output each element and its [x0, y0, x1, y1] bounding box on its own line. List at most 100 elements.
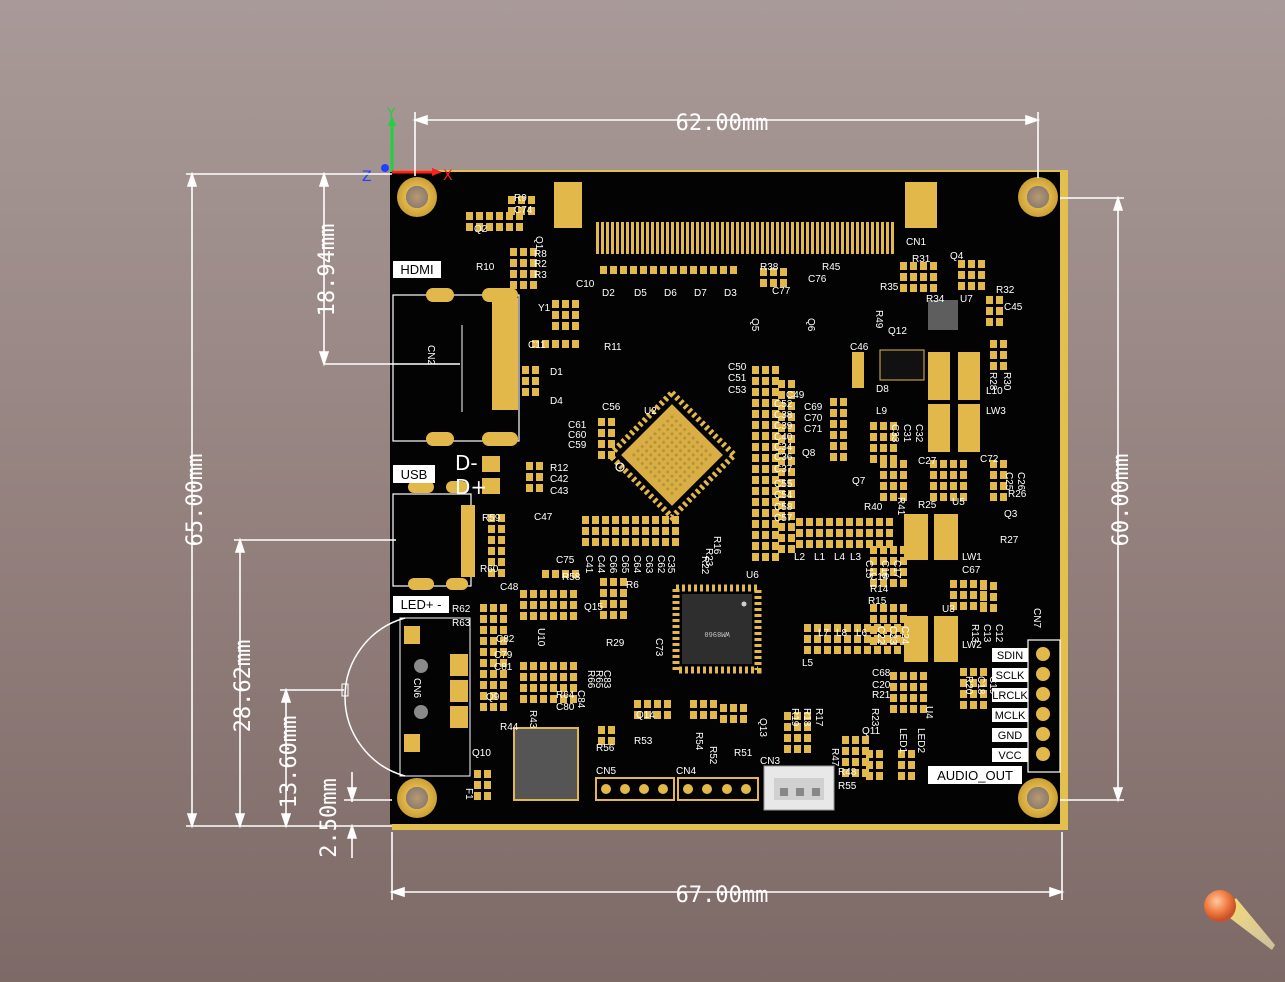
silk-label-r62: R62 — [452, 604, 471, 615]
silk-label-r58: R58 — [562, 572, 581, 583]
silk-label-d4: D4 — [550, 396, 563, 407]
silk-label-r59: R59 — [482, 513, 501, 524]
usb-d-minus-label: D- — [455, 451, 478, 475]
silk-label-d6: D6 — [664, 288, 677, 299]
silk-label-c39: C39 — [774, 421, 793, 432]
silk-label-r19: R19 — [789, 708, 800, 727]
silk-label-cn6: CN6 — [411, 678, 422, 698]
cn7-pin-label-bg — [992, 648, 1028, 662]
silk-label-r3: R3 — [534, 270, 547, 281]
gray-components — [513, 300, 958, 801]
silk-label-c18: C18 — [975, 676, 986, 695]
silk-label-l4: L4 — [834, 552, 846, 563]
silk-label-c73: C73 — [653, 638, 664, 657]
silk-label-c82: C82 — [496, 634, 515, 645]
silk-label-c22: C22 — [875, 626, 886, 645]
silk-label-r16: R16 — [711, 536, 722, 555]
silk-label-r20: R20 — [963, 676, 974, 695]
silk-label-l8: L8 — [836, 628, 848, 639]
cn7-pin-label-bg — [992, 688, 1028, 702]
silk-label-c84: C84 — [575, 690, 586, 709]
silk-label-r32: R32 — [996, 285, 1015, 296]
silk-label-c34: C34 — [774, 442, 793, 453]
silk-label-c55: C55 — [774, 479, 793, 490]
silk-label-c54: C54 — [774, 490, 793, 501]
silk-label-c37: C37 — [774, 464, 793, 475]
silk-label-c26: C26 — [1015, 472, 1026, 491]
inductors — [904, 352, 980, 662]
silk-label-q13: Q13 — [757, 718, 768, 737]
silk-label-r10: R10 — [476, 262, 495, 273]
silk-label-cn4: CN4 — [676, 766, 696, 777]
silk-label-c44: C44 — [595, 555, 606, 574]
silk-label-r2: R2 — [534, 259, 547, 270]
silk-label-c45: C45 — [1004, 302, 1023, 313]
dim-top-width: 62.00mm — [676, 111, 769, 136]
silk-label-r25: R25 — [918, 500, 937, 511]
silk-label-c36: C36 — [774, 452, 793, 463]
silk-label-c50: C50 — [728, 362, 747, 373]
silk-label-r14: R14 — [870, 584, 889, 595]
silk-label-d8: D8 — [876, 384, 889, 395]
silk-label-l6: L6 — [856, 628, 868, 639]
silk-label-c60: C60 — [568, 430, 587, 441]
silk-label-c14: C14 — [870, 572, 889, 583]
silk-label-r23: R23 — [869, 708, 880, 727]
silk-label-l3: L3 — [850, 552, 862, 563]
usb-d-plus-label: D+ — [455, 475, 487, 499]
cn7-pin-label-bg — [992, 728, 1028, 742]
cn7-pin-label-bg — [992, 748, 1028, 762]
silk-label-d1: D1 — [550, 367, 563, 378]
silk-label-f1: F1 — [463, 788, 474, 800]
silk-label-u5: U5 — [952, 497, 965, 508]
smd-pads — [466, 196, 1007, 800]
silk-label-q8: Q8 — [802, 448, 816, 459]
silk-label-q12: Q12 — [888, 326, 907, 337]
silk-label-c19: C19 — [987, 676, 998, 695]
silk-label-r66: R66 — [585, 670, 596, 689]
silk-label-r53: R53 — [634, 736, 653, 747]
silk-label-r17: R17 — [813, 708, 824, 727]
silk-label-c41: C41 — [583, 555, 594, 574]
dim-bottom-width: 67.00mm — [676, 883, 769, 908]
cn7-pin-mclk: MCLK — [995, 710, 1026, 722]
silk-label-r13: R13 — [969, 624, 980, 643]
silk-label-c71: C71 — [804, 424, 823, 435]
mounting-holes — [397, 177, 1058, 818]
silk-label-d5: D5 — [634, 288, 647, 299]
silk-label-c38: C38 — [774, 410, 793, 421]
silk-label-r47: R47 — [829, 748, 840, 767]
cn7-audio-header — [1027, 639, 1061, 773]
cn7-pin-sclk: SCLK — [996, 670, 1025, 682]
dim-left-height: 65.00mm — [183, 454, 208, 547]
silk-label-r63: R63 — [452, 618, 471, 629]
silk-label-r29: R29 — [606, 638, 625, 649]
silk-label-r54: R54 — [693, 732, 704, 751]
silk-label-c20: C20 — [872, 680, 891, 691]
silk-label-c62: C62 — [655, 555, 666, 574]
silk-label-q15: Q15 — [584, 602, 603, 613]
silk-label-r43: R43 — [527, 710, 538, 729]
svg-text:AUDIO_OUT: AUDIO_OUT — [937, 768, 1013, 783]
silk-label-r31: R31 — [912, 254, 931, 265]
dimension-lines — [186, 112, 1124, 900]
silk-label-r51: R51 — [734, 748, 753, 759]
hdmi-connector — [392, 288, 520, 446]
silk-label-r65: R65 — [593, 670, 604, 689]
dim-edge-offset: 2.50mm — [317, 778, 342, 857]
silk-label-u7: U7 — [960, 294, 973, 305]
silk-label-r12: R12 — [550, 463, 569, 474]
silk-label-c56: C56 — [602, 402, 621, 413]
silk-label-c15: C15 — [863, 560, 874, 579]
light-source-icon[interactable] — [1204, 890, 1275, 950]
silk-label-u3: U3 — [942, 604, 955, 615]
dim-led-offset-b: 13.60mm — [277, 716, 302, 809]
silk-label-q7: Q7 — [852, 476, 866, 487]
silk-label-c68: C68 — [872, 668, 891, 679]
axis-z-label: Z — [362, 169, 372, 185]
silk-label-r45: R45 — [822, 262, 841, 273]
silk-label-c63: C63 — [643, 555, 654, 574]
silk-label-r34: R34 — [926, 294, 945, 305]
cn5-cn4-headers — [595, 777, 759, 801]
